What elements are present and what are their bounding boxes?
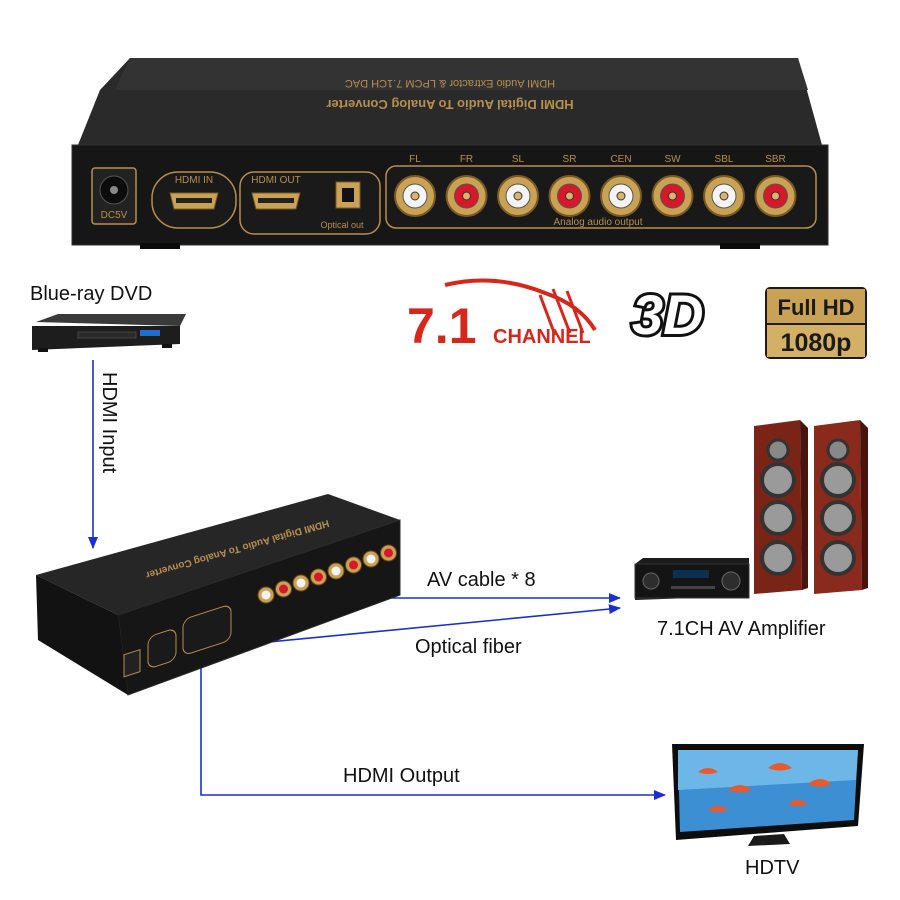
small-rca-jack	[310, 568, 327, 586]
small-rca-jack	[275, 580, 292, 598]
hdmi-output-label: HDMI Output	[343, 765, 460, 787]
small-rca-row	[257, 544, 397, 604]
rca-jack-sw[interactable]	[651, 175, 694, 217]
small-rca-jack	[362, 550, 380, 568]
dc-label: DC5V	[101, 210, 128, 221]
rca-jack-sbl[interactable]	[703, 175, 745, 217]
channel-label-sr: SR	[563, 154, 577, 165]
channel-label-fl: FL	[409, 154, 421, 165]
rca-jack-sbr[interactable]	[754, 175, 797, 217]
dc-jack[interactable]	[91, 167, 137, 225]
small-rca-jack	[327, 562, 345, 580]
hdmi-output-arrow	[200, 662, 666, 800]
rca-jack-sr[interactable]	[548, 175, 591, 217]
optical-out-port[interactable]	[335, 181, 361, 209]
hdtv-icon	[672, 744, 864, 846]
converter-device-small: HDMI Digital Audio To Analog Converter	[36, 494, 401, 696]
optical-fiber-arrow	[237, 604, 621, 646]
rca-jack-fr[interactable]	[445, 175, 488, 217]
hdmi-in-port[interactable]	[151, 171, 237, 229]
speaker-pair-icon	[754, 420, 868, 594]
rca-jack-row: FL FR SL SR CEN SW SBL SBR	[394, 154, 797, 217]
hdmi-input-label: HDMI Input	[98, 372, 120, 474]
channel-label-sl: SL	[512, 154, 525, 165]
logo-fullhd-bottom: 1080p	[781, 329, 852, 357]
rca-jack-sl[interactable]	[497, 175, 539, 217]
hdmi-out-label: HDMI OUT	[251, 175, 300, 186]
logo-71-number: 7.1	[407, 298, 477, 354]
channel-label-cen: CEN	[610, 154, 631, 165]
av-amplifier-icon	[634, 558, 750, 600]
optical-fiber-label: Optical fiber	[415, 636, 522, 658]
analog-label: Analog audio output	[554, 217, 643, 228]
small-rca-jack	[292, 574, 310, 592]
channel-label-sw: SW	[664, 154, 681, 165]
amplifier-label: 7.1CH AV Amplifier	[657, 618, 826, 640]
channel-label-fr: FR	[460, 154, 473, 165]
device-subtitle: HDMI Audio Extractor & LPCM 7.1CH DAC	[345, 77, 555, 89]
channel-label-sbr: SBR	[765, 154, 786, 165]
logo-71-channel: 7.1 CHANNEL	[407, 278, 597, 354]
logo-channel-word: CHANNEL	[493, 326, 591, 348]
converter-front-panel: HDMI Digital Audio To Analog Converter H…	[71, 58, 829, 249]
logo-full-hd: Full HD 1080p	[765, 287, 867, 359]
small-rca-jack	[345, 556, 362, 574]
logo-3d: 3D	[629, 282, 707, 342]
hdmi-in-label: HDMI IN	[175, 175, 213, 186]
rca-jack-cen[interactable]	[600, 175, 642, 217]
source-label: Blue-ray DVD	[30, 283, 153, 305]
channel-label-sbl: SBL	[715, 154, 734, 165]
device-title: HDMI Digital Audio To Analog Converter	[326, 97, 573, 112]
optical-label: Optical out	[320, 220, 364, 230]
rca-jack-fl[interactable]	[394, 175, 436, 217]
small-rca-jack	[380, 544, 397, 562]
av-cable-label: AV cable * 8	[427, 569, 536, 591]
small-rca-jack	[257, 586, 275, 604]
logo-fullhd-top: Full HD	[778, 295, 855, 320]
dvd-player-icon	[32, 314, 186, 352]
logo-3d-text: 3D	[632, 283, 704, 342]
tv-label: HDTV	[745, 857, 800, 879]
